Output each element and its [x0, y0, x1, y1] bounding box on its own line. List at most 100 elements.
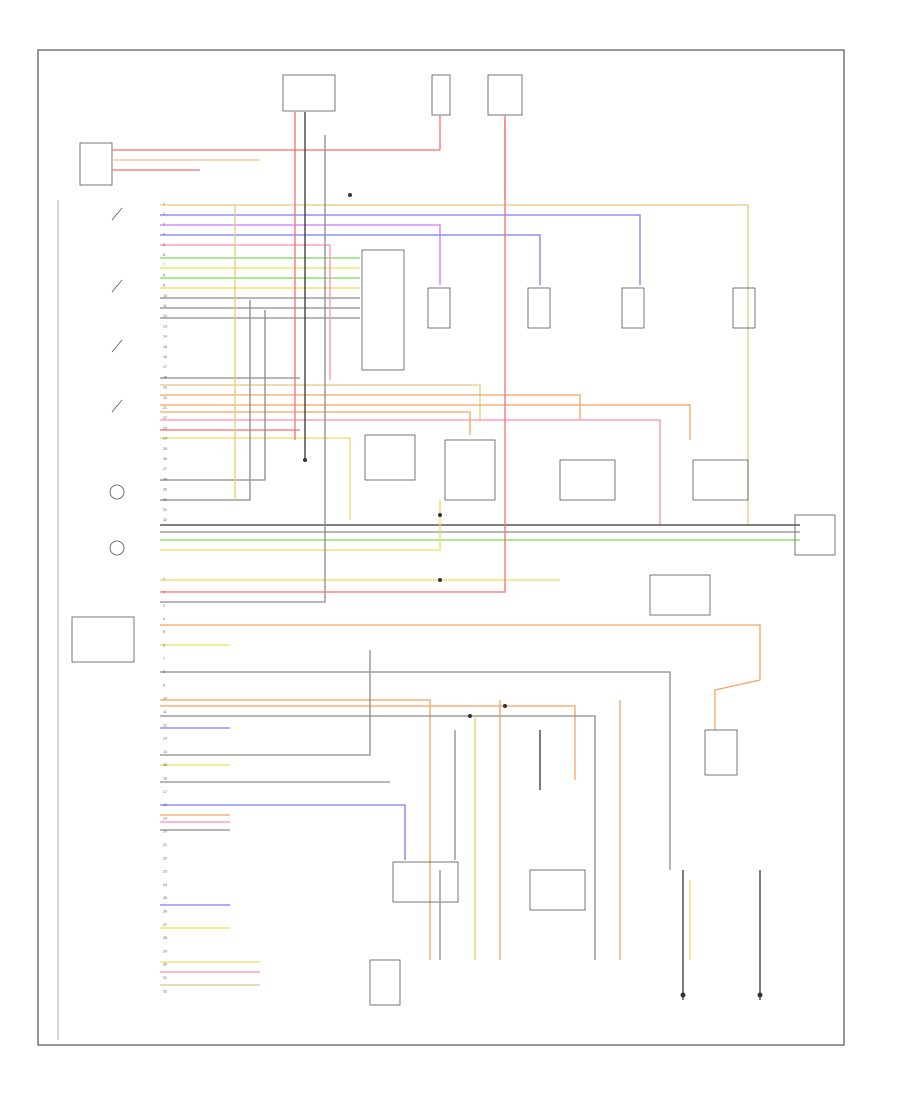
pin-number-lower: 2	[163, 590, 165, 594]
pin-number-lower: 27	[163, 923, 167, 927]
pin-number-lower: 9	[163, 683, 165, 687]
pin-number: 25	[163, 447, 167, 451]
pin-number-lower: 5	[163, 630, 165, 634]
pin-number-lower: 13	[163, 737, 167, 741]
pin-number-lower: 11	[163, 710, 167, 714]
pin-number: 16	[163, 355, 167, 359]
pin-number: 22	[163, 416, 167, 420]
pin-number-lower: 7	[163, 657, 165, 661]
wire-tan-lamp	[160, 204, 749, 525]
pin-number: 30	[163, 498, 167, 502]
ground-points	[303, 193, 763, 998]
diagram-frame	[37, 49, 845, 1046]
splice-1	[438, 578, 442, 582]
pin-number-lower: 24	[163, 883, 167, 887]
pin-number: 27	[163, 467, 167, 471]
pin-number-lower: 26	[163, 910, 167, 914]
wire-grey-6	[160, 671, 671, 870]
pin-number-lower: 17	[163, 790, 167, 794]
ignition-switch-box	[282, 74, 336, 112]
pin-number-lower: 21	[163, 843, 167, 847]
pin-number-lower: 4	[163, 617, 165, 621]
indicator-lamp-1	[109, 484, 125, 500]
pin-number-lower: 1	[163, 577, 165, 581]
wire-orange-3	[160, 411, 471, 435]
transmission-sensor	[704, 729, 738, 776]
pin-number-lower: 23	[163, 870, 167, 874]
pin-number-lower: 3	[163, 604, 165, 608]
ground-dot-1	[680, 992, 686, 998]
brake-pad-switch	[621, 287, 645, 329]
pin-number: 2	[163, 212, 165, 216]
gauge-needle-2	[111, 279, 123, 293]
pin-number: 32	[163, 518, 167, 522]
pin-number-lower: 12	[163, 723, 167, 727]
cluster-lower-module	[71, 616, 135, 663]
pin-number-lower: 14	[163, 750, 167, 754]
body-control-module	[692, 459, 749, 501]
wire-red-4	[160, 120, 506, 593]
pin-number: 9	[163, 284, 165, 288]
gauge-symbols	[109, 207, 125, 556]
pin-number: 28	[163, 477, 167, 481]
pin-number: 11	[163, 304, 167, 308]
pin-number: 8	[163, 273, 165, 277]
pin-number-lower: 25	[163, 896, 167, 900]
oil-pressure-switch	[364, 434, 416, 481]
pin-number: 6	[163, 253, 165, 257]
left-pin-column: 1234567891011121314151617181920212223242…	[163, 202, 167, 993]
pin-number: 1	[163, 202, 165, 206]
pin-number: 10	[163, 294, 167, 298]
pin-number-lower: 6	[163, 644, 165, 648]
air-conditioning-module	[444, 439, 496, 501]
pin-number: 3	[163, 222, 165, 226]
gauge-needle-3	[111, 339, 123, 353]
pin-number-lower: 15	[163, 763, 167, 767]
wire-grey-8	[160, 650, 371, 756]
harness-wires	[112, 120, 800, 986]
pin-number-lower: 8	[163, 670, 165, 674]
headlight-switch	[369, 959, 401, 1006]
pin-number-lower: 20	[163, 830, 167, 834]
pin-number-lower: 28	[163, 936, 167, 940]
wire-blue-4	[160, 804, 406, 860]
wire-grey-7	[160, 715, 596, 960]
wire-orange-5	[160, 699, 431, 960]
riser-grey-b	[160, 310, 266, 481]
splice-4	[468, 714, 472, 718]
riser-grey-a	[160, 300, 251, 501]
wire-pink-2	[160, 419, 661, 525]
central-locking-module	[649, 574, 711, 616]
pin-number: 19	[163, 386, 167, 390]
pin-number: 14	[163, 335, 167, 339]
pin-number-lower: 22	[163, 856, 167, 860]
pin-number: 13	[163, 324, 167, 328]
pin-number: 21	[163, 406, 167, 410]
anti-theft-module	[794, 514, 836, 556]
ground-dot-2	[757, 992, 763, 998]
pin-number: 23	[163, 426, 167, 430]
splice-5	[503, 704, 507, 708]
cluster-connector-box	[79, 142, 113, 186]
pin-number-lower: 31	[163, 976, 167, 980]
pin-number-lower: 18	[163, 803, 167, 807]
wire-yellow-3	[160, 437, 351, 520]
splice-6	[348, 193, 352, 197]
instrument-cluster-unit	[392, 861, 459, 903]
pin-number-lower: 19	[163, 816, 167, 820]
pin-number: 7	[163, 263, 165, 267]
wire-orange-2	[160, 404, 691, 440]
wire-blue-2	[160, 234, 541, 285]
lower-risers	[439, 700, 761, 1000]
emergency-brake-switch	[732, 287, 756, 329]
components-upper	[361, 249, 836, 616]
wire-grey-5	[160, 135, 326, 603]
indicator-lamp-2	[109, 540, 125, 556]
gauge-needle-4	[111, 399, 123, 413]
splice-3	[303, 458, 307, 462]
gauge-needle-1	[111, 207, 123, 221]
components-lower	[71, 616, 738, 1006]
wire-violet	[160, 224, 441, 285]
